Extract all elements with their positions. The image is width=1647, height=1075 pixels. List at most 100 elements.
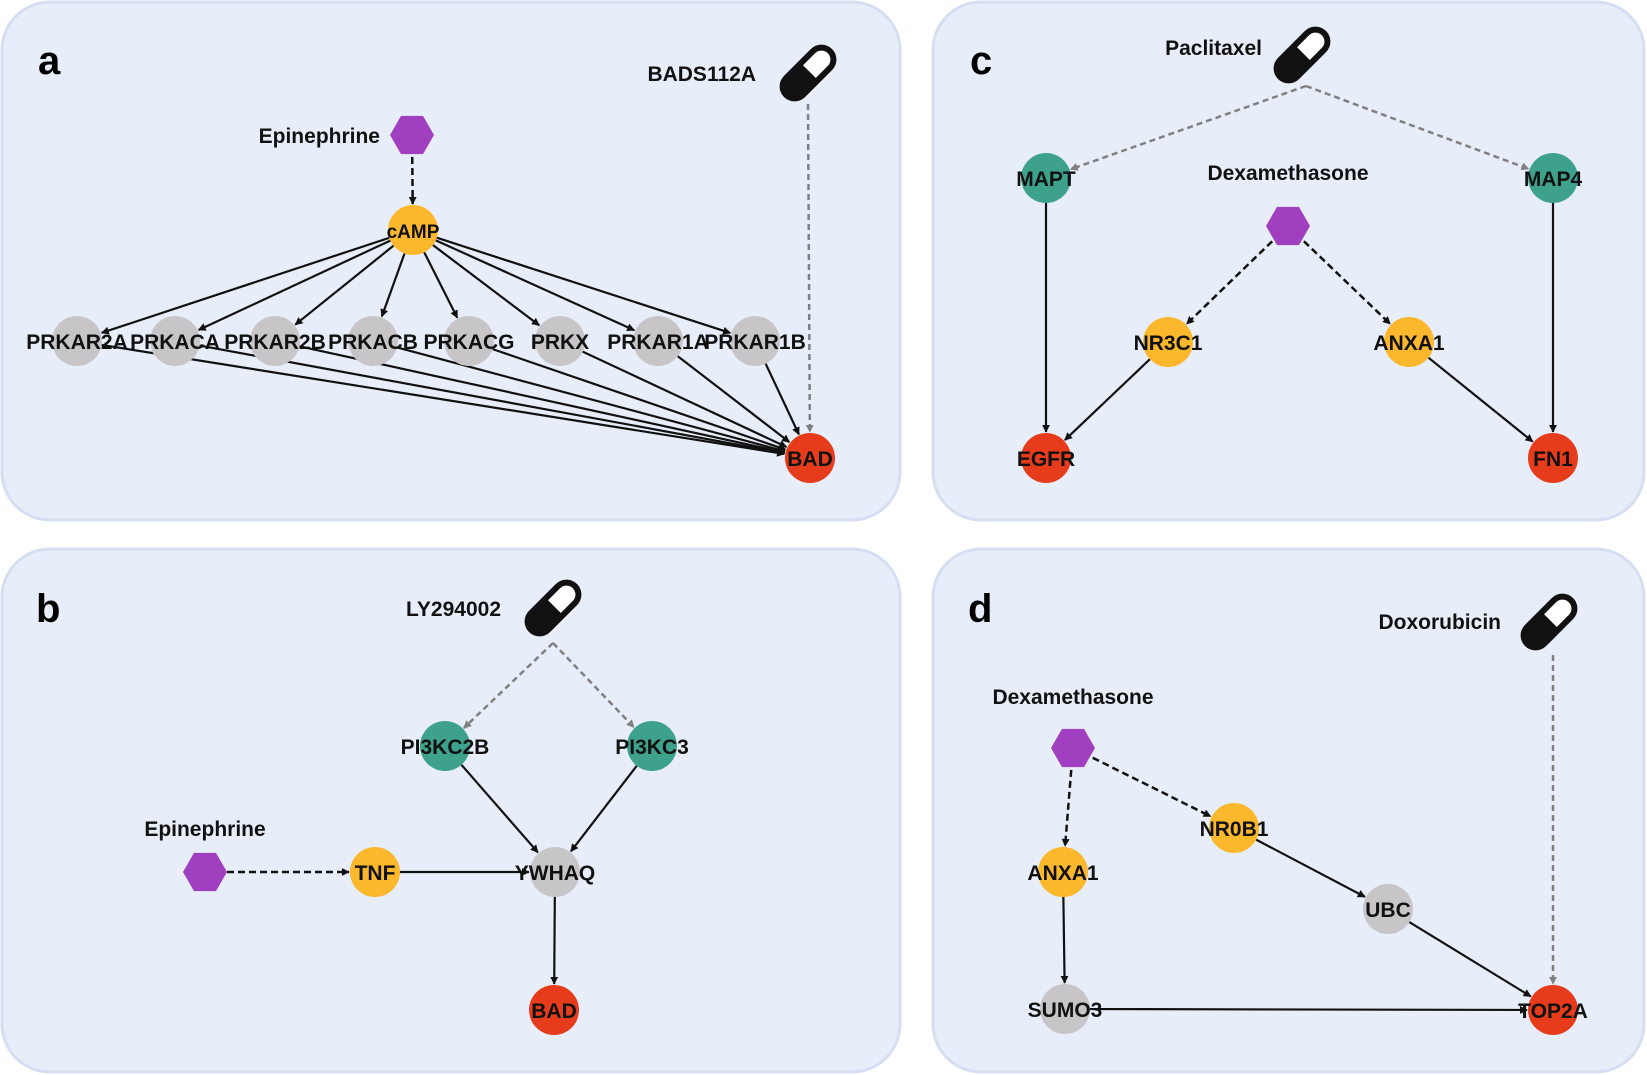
edge-a-x-to-a-bad [582,350,788,448]
edge-c-anxa1-to-c-fn1 [1427,356,1534,443]
protein-node [52,316,102,366]
edge-a-camp-to-a-r1b [436,236,732,335]
node-label-c-pac: Paclitaxel [1165,37,1262,60]
node-label-c-mapt: MAPT [1016,168,1076,191]
edge-a-r1a-to-a-bad [677,355,791,444]
panel-c-background [931,0,1646,522]
intermediate-node [1384,317,1434,367]
edge-a-camp-to-a-x [432,244,540,327]
node-a-x: PRKX [531,316,589,366]
target-node [785,433,835,483]
node-label-c-anxa1: ANXA1 [1373,332,1445,355]
node-a-bad: BAD [785,433,835,483]
node-label-a-r1b: PRKAR1B [704,331,806,354]
protein-node [250,316,300,366]
node-label-d-nr0b1: NR0B1 [1200,818,1269,841]
protein-node [150,316,200,366]
target-node [529,985,579,1035]
edge-c-pac-to-c-mapt [1069,84,1307,171]
chemical-hexagon [183,852,227,892]
node-label-a-r2b: PRKAR2B [224,331,326,354]
edge-d-sumo3-to-d-top2a [1089,1005,1528,1014]
node-b-ywhaq: YWHAQ [515,847,595,897]
node-c-pac: Paclitaxel [1165,26,1331,84]
pill-icon [1273,26,1331,84]
edge-d-anxa1-to-d-sumo3 [1060,896,1069,984]
pill-icon [779,44,837,102]
drug-target-node [1528,153,1578,203]
node-label-b-bad: BAD [531,1000,577,1023]
node-d-sumo3: SUMO3 [1028,984,1103,1034]
edge-d-ubc-to-d-top2a [1408,921,1532,998]
protein-node [530,847,580,897]
intermediate-node [388,205,438,255]
node-label-a-camp: cAMP [387,222,440,243]
node-c-nr3c1: NR3C1 [1134,317,1203,367]
node-c-map4: MAP4 [1524,153,1583,203]
node-b-bad: BAD [529,985,579,1035]
node-label-d-sumo3: SUMO3 [1028,999,1103,1022]
node-label-a-cg: PRKACG [423,331,514,354]
edge-b-ly-to-b-pi2b [462,642,554,729]
node-label-a-epi: Epinephrine [259,125,380,148]
node-b-tnf: TNF [350,847,400,897]
target-node [1528,985,1578,1035]
node-label-c-fn1: FN1 [1533,448,1573,471]
node-a-cb: PRKACB [328,316,418,366]
target-node [1528,433,1578,483]
node-a-epi: Epinephrine [259,115,434,155]
intermediate-node [1209,803,1259,853]
node-label-a-bads: BADS112A [647,63,756,86]
node-b-ly: LY294002 [406,579,582,637]
edge-c-nr3c1-to-c-egfr [1064,358,1151,441]
node-b-pi2b: PI3KC2B [401,721,490,771]
node-label-d-top2a: TOP2A [1518,1000,1588,1023]
node-d-dox: Doxorubicin [1378,593,1578,651]
node-c-dex: Dexamethasone [1207,162,1369,246]
panel-d-background [931,547,1646,1074]
node-b-pi3: PI3KC3 [615,721,689,771]
pill-icon [524,579,582,637]
node-d-nr0b1: NR0B1 [1200,803,1269,853]
node-d-anxa1: ANXA1 [1027,847,1099,897]
node-label-b-pi2b: PI3KC2B [401,736,490,759]
chemical-hexagon [1051,728,1095,768]
node-label-c-map4: MAP4 [1524,168,1583,191]
intermediate-node [1038,847,1088,897]
node-label-c-dex: Dexamethasone [1207,162,1368,185]
node-label-c-nr3c1: NR3C1 [1134,332,1203,355]
pill-icon [1520,593,1578,651]
protein-node [1040,984,1090,1034]
edge-a-camp-to-a-cg [423,251,459,319]
node-c-anxa1: ANXA1 [1373,317,1445,367]
chemical-hexagon [1266,206,1310,246]
edge-b-ywhaq-to-b-bad [550,896,559,985]
edge-a-camp-to-a-r1a [435,239,636,332]
edge-a-camp-to-a-ca [197,239,391,332]
protein-node [1363,884,1413,934]
node-label-a-bad: BAD [787,448,833,471]
edge-c-dex-to-c-anxa1 [1303,240,1392,325]
panel-letter-b: b [36,587,60,631]
drug-target-node [1021,153,1071,203]
edge-a-r1b-to-a-bad [764,363,800,436]
edge-a-r2a-to-a-bad [101,343,786,457]
node-label-a-r1a: PRKAR1A [607,331,709,354]
node-b-epi: Epinephrine [144,818,266,892]
node-label-a-r2a: PRKAR2A [26,331,128,354]
edge-a-camp-to-a-r2b [294,244,395,326]
node-d-top2a: TOP2A [1518,985,1588,1035]
node-a-r2a: PRKAR2A [26,316,128,366]
edge-a-camp-to-a-cb [380,253,406,318]
node-label-d-anxa1: ANXA1 [1027,862,1099,885]
node-label-a-x: PRKX [531,331,589,354]
intermediate-node [1143,317,1193,367]
edge-c-dex-to-c-nr3c1 [1185,240,1274,325]
protein-node [730,316,780,366]
protein-node [633,316,683,366]
node-label-c-egfr: EGFR [1017,448,1075,471]
edge-a-cg-to-a-bad [492,348,787,452]
panel-letter-d: d [968,587,992,631]
node-a-bads: BADS112A [647,44,837,102]
